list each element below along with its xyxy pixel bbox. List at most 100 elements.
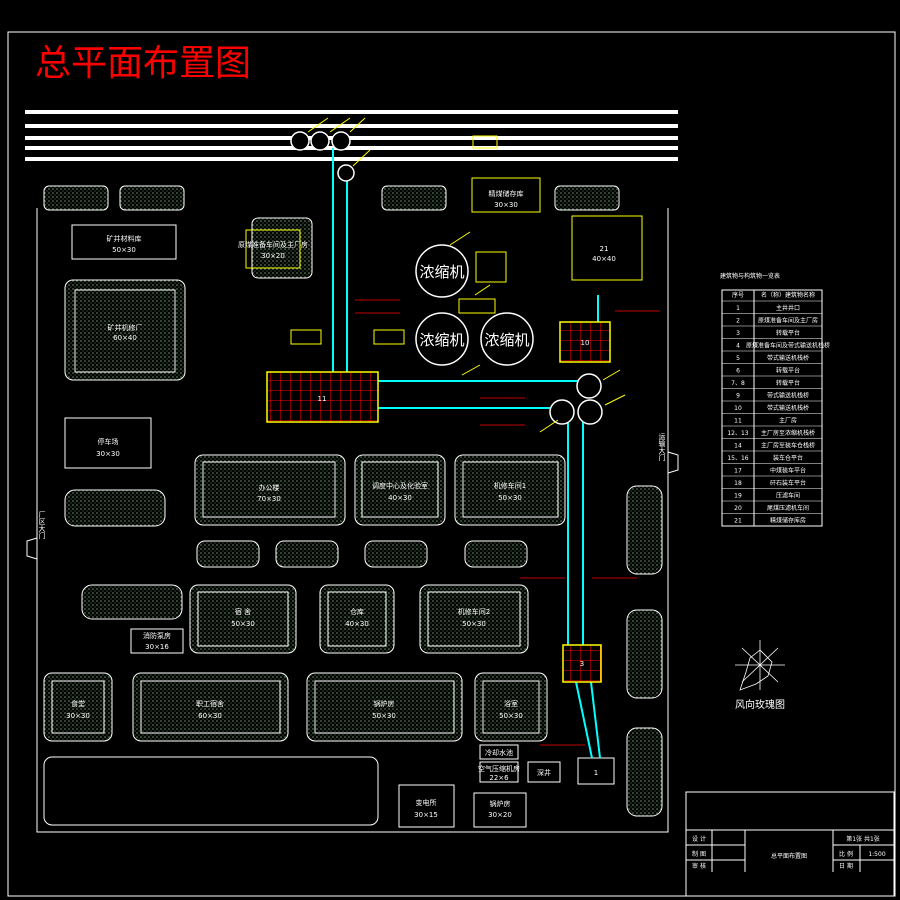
svg-text:40×40: 40×40 — [592, 255, 616, 263]
svg-text:50×30: 50×30 — [372, 712, 396, 720]
svg-text:深井: 深井 — [537, 768, 551, 777]
svg-text:11: 11 — [318, 395, 327, 403]
svg-text:名（称）建筑物名称: 名（称）建筑物名称 — [761, 291, 815, 299]
rail-tracks — [25, 110, 678, 161]
svg-text:冷却水池: 冷却水池 — [485, 748, 513, 757]
svg-text:办公楼: 办公楼 — [259, 483, 280, 492]
gate-west: 厂区大门 — [26, 511, 46, 560]
svg-text:1: 1 — [594, 769, 598, 777]
svg-text:浓缩机: 浓缩机 — [484, 331, 529, 349]
building-air: 空气压缩机房 22×6 — [478, 761, 520, 783]
leader-lines — [355, 299, 660, 746]
legend-row-number: 1 — [736, 305, 740, 312]
svg-text:50×30: 50×30 — [231, 620, 255, 628]
legend-row-name: 原煤准备车间及主厂房 — [758, 316, 818, 324]
open-yard — [43, 756, 379, 826]
svg-text:1:500: 1:500 — [868, 851, 885, 858]
svg-text:10: 10 — [581, 339, 590, 347]
svg-text:30×30: 30×30 — [96, 450, 120, 458]
thickener-2: 浓缩机 — [415, 312, 469, 366]
legend-row-name: 带式输送机栈桥 — [767, 391, 809, 399]
building-well: 深井 — [527, 761, 561, 783]
building-workshop2: 机修车间2 50×30 — [427, 591, 521, 647]
building-dorm: 宿 舍 50×30 — [197, 591, 289, 647]
legend-row-number: 5 — [736, 355, 740, 362]
site-boundary — [36, 208, 669, 833]
transfer-stations — [290, 131, 603, 425]
svg-text:30×30: 30×30 — [494, 201, 518, 209]
svg-text:50×30: 50×30 — [462, 620, 486, 628]
svg-text:30×30: 30×30 — [66, 712, 90, 720]
legend-row-number: 6 — [736, 367, 740, 374]
building-boiler: 锅炉房 50×30 — [314, 680, 455, 734]
building-21: 21 40×40 — [571, 215, 643, 281]
building-3: 3 — [562, 644, 602, 683]
svg-text:50×30: 50×30 — [499, 712, 523, 720]
building-parking: 停车场 30×30 — [64, 417, 152, 469]
building-bath: 浴室 50×30 — [482, 680, 540, 734]
svg-text:食堂: 食堂 — [71, 699, 85, 708]
small-station-b — [290, 329, 322, 345]
svg-text:消防泵房: 消防泵房 — [143, 631, 171, 640]
svg-text:60×30: 60×30 — [198, 712, 222, 720]
svg-text:第1张 共1张: 第1张 共1张 — [846, 835, 880, 843]
building-warehouse: 仓库 40×30 — [327, 591, 387, 647]
building-1-mine-head: 1 — [577, 757, 615, 785]
legend-row-number: 14 — [734, 442, 742, 449]
svg-text:30×20: 30×20 — [261, 252, 285, 260]
svg-text:职工宿舍: 职工宿舍 — [196, 699, 224, 708]
loading-station — [472, 135, 498, 149]
drawing-frame — [7, 31, 896, 897]
building-guard: 锅炉房 30×20 — [473, 792, 527, 828]
building-10: 10 — [559, 321, 611, 363]
svg-text:浓缩机: 浓缩机 — [419, 263, 464, 281]
svg-text:序号: 序号 — [732, 291, 744, 299]
legend-row-name: 装车仓平台 — [773, 454, 803, 462]
svg-text:机修车间2: 机修车间2 — [458, 607, 490, 616]
building-mine-material: 矿井材料库 50×30 — [71, 224, 177, 260]
legend-row-name: 精煤储存库房 — [770, 516, 806, 524]
svg-text:停车场: 停车场 — [98, 437, 119, 446]
thickener-1: 浓缩机 — [415, 244, 469, 298]
svg-text:空气压缩机房: 空气压缩机房 — [478, 764, 520, 773]
building-lab: 调度中心及化验室 40×30 — [361, 461, 439, 518]
conveyors — [332, 148, 601, 759]
legend-row-name: 转载平台 — [776, 329, 800, 337]
svg-text:60×40: 60×40 — [113, 334, 137, 342]
svg-text:3: 3 — [580, 660, 584, 668]
green-belts — [43, 185, 663, 817]
building-office: 办公楼 70×30 — [202, 461, 336, 518]
legend-row-number: 21 — [734, 517, 742, 524]
legend-row-name: 带式输送机栈桥 — [767, 404, 809, 412]
svg-text:总平面布置图: 总平面布置图 — [771, 852, 807, 860]
svg-text:精煤储存库: 精煤储存库 — [489, 189, 524, 198]
svg-text:40×30: 40×30 — [388, 494, 412, 502]
svg-text:运输大门: 运输大门 — [658, 433, 666, 462]
svg-text:日 期: 日 期 — [839, 862, 853, 870]
legend-row-number: 15、16 — [727, 455, 748, 462]
svg-text:制 图: 制 图 — [692, 850, 706, 858]
svg-text:变电所: 变电所 — [416, 798, 437, 807]
building-11-main: 11 — [266, 371, 379, 423]
legend-row-name: 主井井口 — [776, 304, 800, 312]
legend-row-number: 19 — [734, 492, 742, 499]
legend-row-number: 11 — [734, 417, 742, 424]
legend-row-number: 17 — [734, 467, 742, 474]
legend-row-number: 4 — [736, 342, 740, 349]
building-workshop1: 机修车间1 50×30 — [462, 461, 559, 518]
svg-text:浴室: 浴室 — [504, 699, 518, 708]
svg-text:22×6: 22×6 — [489, 774, 509, 782]
building-workers: 职工宿舍 60×30 — [140, 680, 281, 734]
building-cold-water: 冷却水池 — [479, 744, 519, 760]
legend-row-name: 转载平台 — [776, 366, 800, 374]
annotations — [307, 117, 626, 433]
legend-row-name: 主厂房至浓缩机栈桥 — [761, 429, 815, 437]
legend-row-number: 3 — [736, 330, 740, 337]
svg-text:50×30: 50×30 — [498, 494, 522, 502]
thickener-3: 浓缩机 — [480, 312, 534, 366]
pump-house-yellow — [475, 251, 507, 283]
legend-row-name: 主厂房 — [779, 416, 797, 424]
legend-table: 建筑物与构筑物一览表 序号 名（称）建筑物名称 — [720, 272, 823, 527]
page-title: 总平面布置图 — [35, 43, 251, 84]
